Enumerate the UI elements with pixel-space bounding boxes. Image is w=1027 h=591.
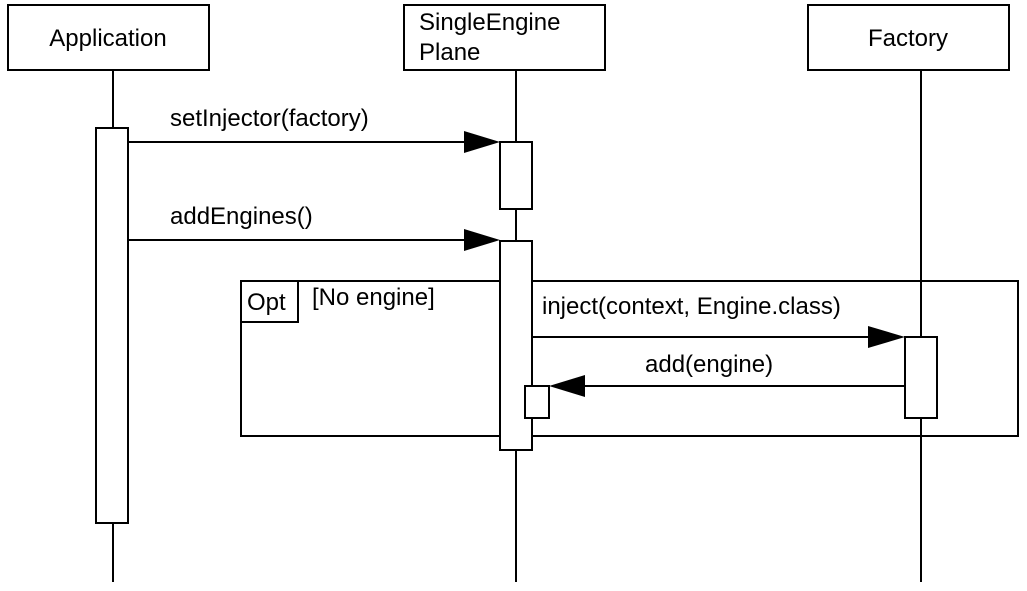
participant-application: Application: [7, 4, 210, 71]
arrowhead: [868, 326, 905, 348]
activation-factory: [904, 336, 938, 419]
fragment-operator: Opt: [247, 289, 286, 316]
message-label: inject(context, Engine.class): [542, 293, 841, 320]
activation-plane-add: [524, 385, 550, 419]
participant-box: [403, 4, 606, 71]
participant-name: Application: [49, 25, 166, 52]
message-add-engines: addEngines(): [128, 203, 500, 251]
participant-name-line-1: SingleEngine: [419, 9, 560, 36]
fragment-frame: [240, 280, 1019, 437]
activation-plane-setinjector: [499, 141, 533, 210]
message-label: setInjector(factory): [170, 105, 369, 132]
arrowhead: [464, 131, 500, 153]
participant-box: [807, 4, 1010, 71]
participant-name: Factory: [868, 25, 948, 52]
activation-application: [95, 127, 129, 524]
message-label: add(engine): [645, 351, 773, 378]
participant-box: [7, 4, 210, 71]
participant-name-line-2: Plane: [419, 39, 480, 66]
message-add: add(engine): [549, 351, 905, 397]
participant-factory: Factory: [807, 4, 1010, 71]
participant-single-engine-plane: SingleEngine Plane: [403, 4, 606, 71]
message-label: addEngines(): [170, 203, 313, 230]
message-set-injector: setInjector(factory): [128, 105, 500, 153]
fragment-guard: [No engine]: [312, 284, 435, 311]
arrowhead: [549, 375, 585, 397]
arrowhead: [464, 229, 500, 251]
message-inject: inject(context, Engine.class): [532, 293, 905, 348]
opt-fragment: Opt [No engine]: [240, 280, 1019, 437]
fragment-operator-tab: [240, 280, 299, 323]
